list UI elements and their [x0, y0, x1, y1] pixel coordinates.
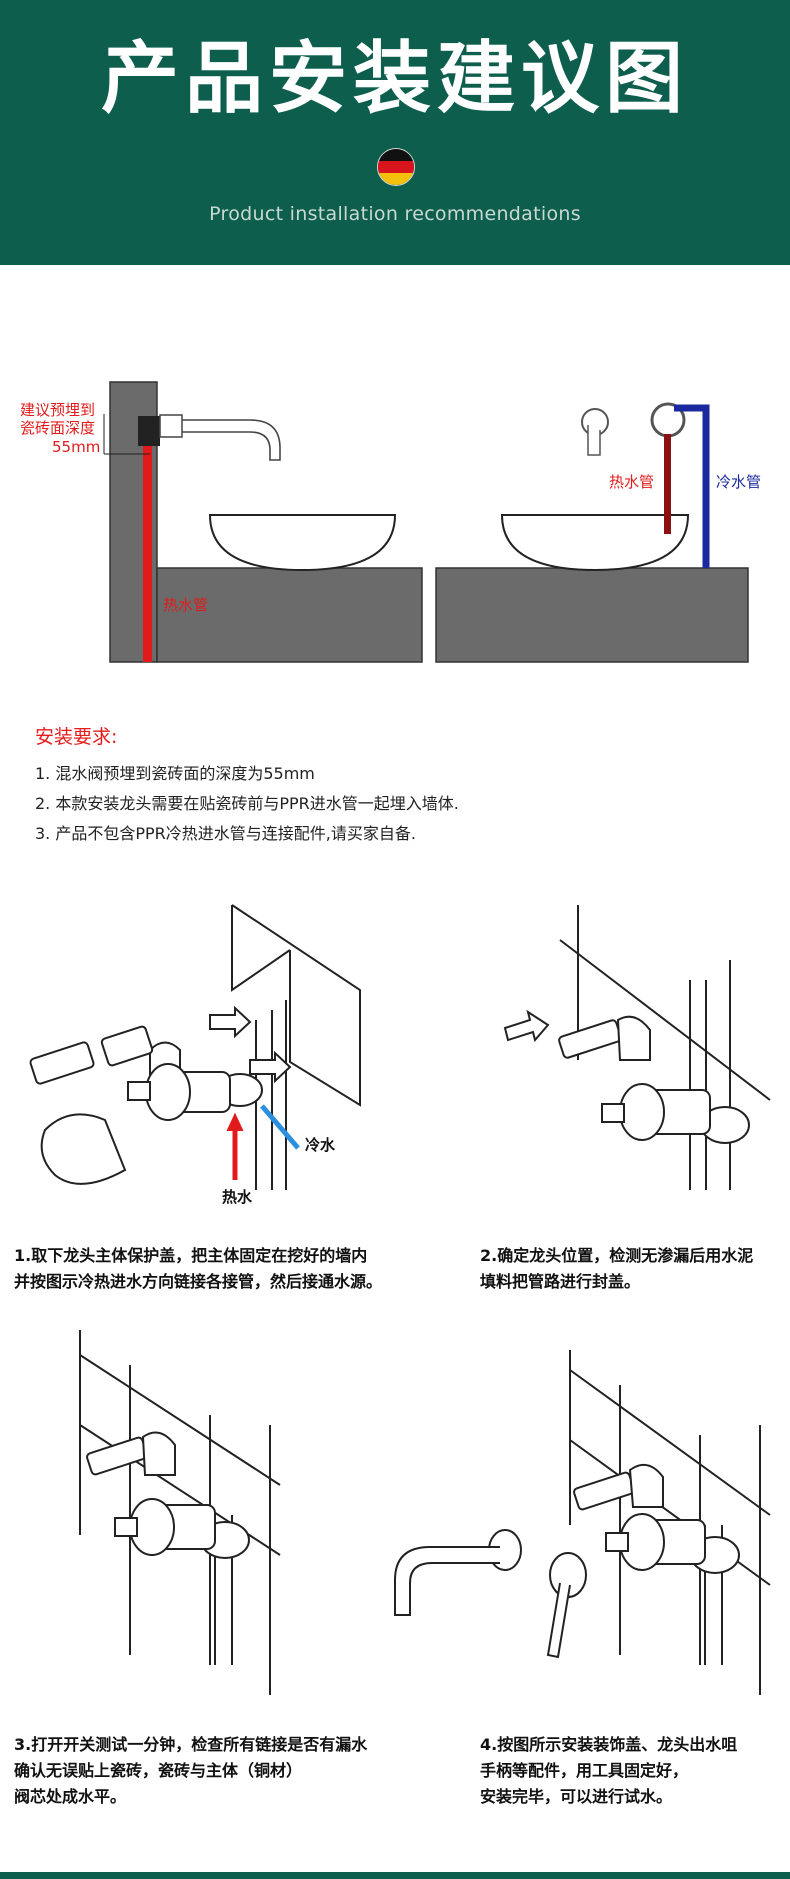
valve-elbow — [141, 1431, 176, 1476]
hot-callout: 热水 — [222, 1188, 253, 1206]
tile-grid — [79, 1330, 281, 1695]
pipe-chase — [689, 980, 707, 1190]
pipe-chase — [255, 1000, 287, 1190]
step-3-text: 3.打开开关测试一分钟，检查所有链接是否有漏水 确认无误贴上瓷砖，瓷砖与主体（铜… — [14, 1735, 368, 1806]
hot-pipe — [143, 430, 152, 662]
depth-label-line-1: 建议预埋到 — [20, 401, 95, 419]
spout — [159, 419, 281, 461]
basin — [500, 514, 690, 572]
installation-diagram-left: 建议预埋到 瓷砖面深度 55mm 热水管 — [20, 381, 423, 663]
page-subtitle: Product installation recommendations — [209, 203, 581, 225]
step-4-text: 4.按图所示安装装饰盖、龙头出水咀 手柄等配件，用工具固定好， 安装完毕，可以进… — [480, 1735, 738, 1806]
valve-stem — [605, 1532, 629, 1552]
wall-outline — [231, 904, 361, 1107]
step-1-text: 1.取下龙头主体保护盖，把主体固定在挖好的墙内 并按图示冷热进水方向链接各接管，… — [14, 1246, 383, 1291]
hot-pipe-label: 热水管 — [163, 596, 208, 614]
step-4-illustration — [394, 1350, 771, 1695]
cold-arrow — [260, 1104, 300, 1150]
step-3-illustration — [79, 1330, 281, 1695]
depth-label-line-3: 55mm — [52, 438, 100, 456]
header-banner: 产品安装建议图 Product installation recommendat… — [0, 0, 790, 265]
valve-stem — [127, 1081, 151, 1101]
step-2-illustration — [503, 905, 771, 1190]
hot-arrow-head — [226, 1112, 244, 1131]
installation-diagram-right: 热水管 冷水管 — [435, 402, 761, 663]
arrow-icon — [249, 1050, 292, 1084]
valve-stem — [114, 1517, 138, 1537]
page-title: 产品安装建议图 — [100, 34, 689, 124]
wall-outline — [231, 905, 291, 992]
spout-flange — [159, 414, 183, 438]
valve-elbow — [628, 1463, 664, 1508]
counter — [156, 567, 423, 663]
valve-elbow — [616, 1015, 651, 1061]
inlet-pipe — [100, 1025, 154, 1067]
installation-requirements: 安装要求: 1. 混水阀预埋到瓷砖面的深度为55mm 2. 本款安装龙头需要在贴… — [35, 722, 755, 849]
step-2-text: 2.确定龙头位置，检测无渗漏后用水泥 填料把管路进行封盖。 — [480, 1246, 754, 1291]
footer-bar — [0, 1872, 790, 1879]
protective-cap — [40, 1113, 127, 1185]
handle-lever — [546, 1582, 571, 1659]
inlet-pipe — [558, 1019, 622, 1059]
valve-cap — [619, 1083, 665, 1141]
valve-body — [138, 416, 160, 446]
tile-grid — [569, 1350, 771, 1695]
hot-pipe-label: 热水管 — [609, 473, 654, 491]
step-1-illustration: 热水 冷水 — [29, 904, 361, 1206]
cold-pipe-label: 冷水管 — [716, 473, 761, 491]
depth-label-line-2: 瓷砖面深度 — [20, 419, 95, 437]
requirement-item: 1. 混水阀预埋到瓷砖面的深度为55mm — [35, 764, 315, 783]
counter — [435, 567, 749, 663]
valve-stem — [601, 1103, 625, 1123]
spout — [394, 1546, 500, 1616]
basin — [208, 514, 397, 572]
inlet-pipe — [573, 1471, 635, 1511]
arrow-icon — [209, 1005, 252, 1039]
cold-callout: 冷水 — [305, 1136, 336, 1154]
requirement-item: 2. 本款安装龙头需要在贴瓷砖前与PPR进水管一起埋入墙体. — [35, 794, 459, 813]
arrow-icon — [503, 1009, 550, 1043]
hot-pipe — [664, 434, 671, 534]
requirements-title: 安装要求: — [35, 726, 118, 748]
requirement-item: 3. 产品不包含PPR冷热进水管与连接配件,请买家自备. — [35, 824, 416, 843]
cold-pipe — [674, 404, 710, 568]
germany-flag-icon — [377, 148, 415, 186]
spout — [587, 425, 601, 456]
pipe-fitting — [29, 1041, 95, 1085]
